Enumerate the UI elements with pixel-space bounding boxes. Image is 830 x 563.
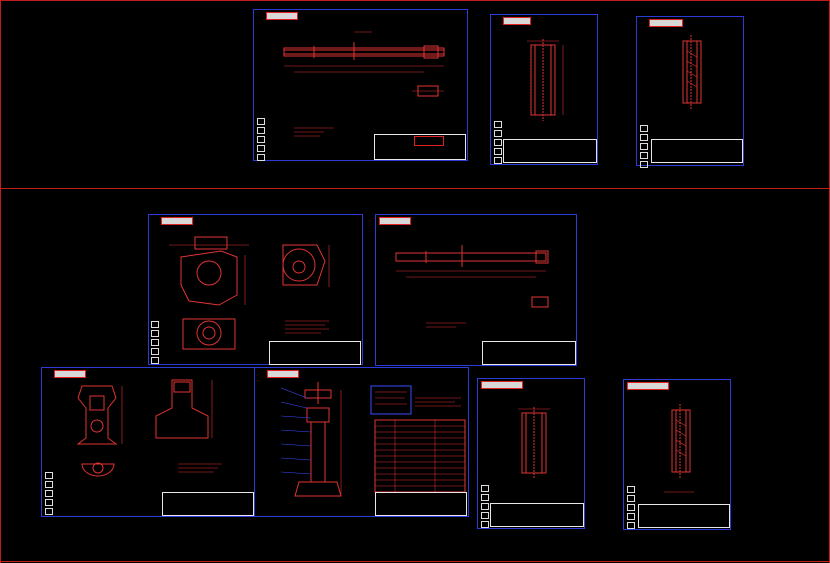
side-strip (45, 472, 53, 517)
section-divider-left (0, 0, 1, 563)
sheet-tag (379, 217, 411, 225)
title-block (162, 492, 254, 516)
assembly-sheet[interactable] (254, 367, 469, 517)
sleeve-sheet-bottom-2[interactable] (623, 379, 731, 530)
side-strip (481, 485, 489, 530)
side-strip (151, 321, 159, 366)
section-divider-middle (0, 188, 830, 189)
sheet-tag (54, 370, 86, 378)
sheet-tag (503, 17, 531, 25)
sheet-tag (161, 217, 193, 225)
bonnet-sheet[interactable] (41, 367, 256, 517)
side-strip (640, 125, 648, 170)
side-strip (627, 486, 635, 531)
sleeve-drawing (518, 407, 550, 479)
sheet-tag (481, 381, 523, 389)
sheet-tag (266, 12, 298, 20)
sleeve-sheet-top-2[interactable] (636, 16, 744, 168)
sleeve-drawing (527, 39, 564, 121)
bonnet-drawing (76, 379, 222, 477)
section-divider-top (0, 0, 830, 1)
side-strip (494, 121, 502, 166)
sheet-tag (649, 19, 683, 27)
side-strip (257, 118, 265, 163)
title-block (638, 504, 730, 528)
title-block (375, 492, 467, 516)
stem-drawing (395, 245, 549, 328)
shaft-sheet-top[interactable] (253, 9, 468, 161)
sleeve-drawing (682, 35, 702, 109)
assembly-drawing (280, 382, 466, 497)
shaft-drawing (283, 31, 445, 137)
sleeve-drawing (664, 404, 694, 493)
title-block (503, 139, 597, 163)
stem-sheet[interactable] (375, 214, 577, 366)
body-sheet[interactable] (148, 214, 363, 365)
sleeve-sheet-top-1[interactable] (490, 14, 598, 165)
title-block (651, 139, 743, 163)
sheet-tag (627, 382, 669, 390)
title-block (374, 134, 466, 160)
sheet-tag (267, 370, 299, 378)
title-block (490, 503, 584, 527)
section-divider-bottom (0, 561, 830, 562)
title-block (269, 341, 361, 365)
title-block-part (414, 136, 444, 146)
sleeve-sheet-bottom-1[interactable] (477, 378, 585, 529)
body-drawing (169, 236, 330, 350)
title-block (482, 341, 576, 365)
